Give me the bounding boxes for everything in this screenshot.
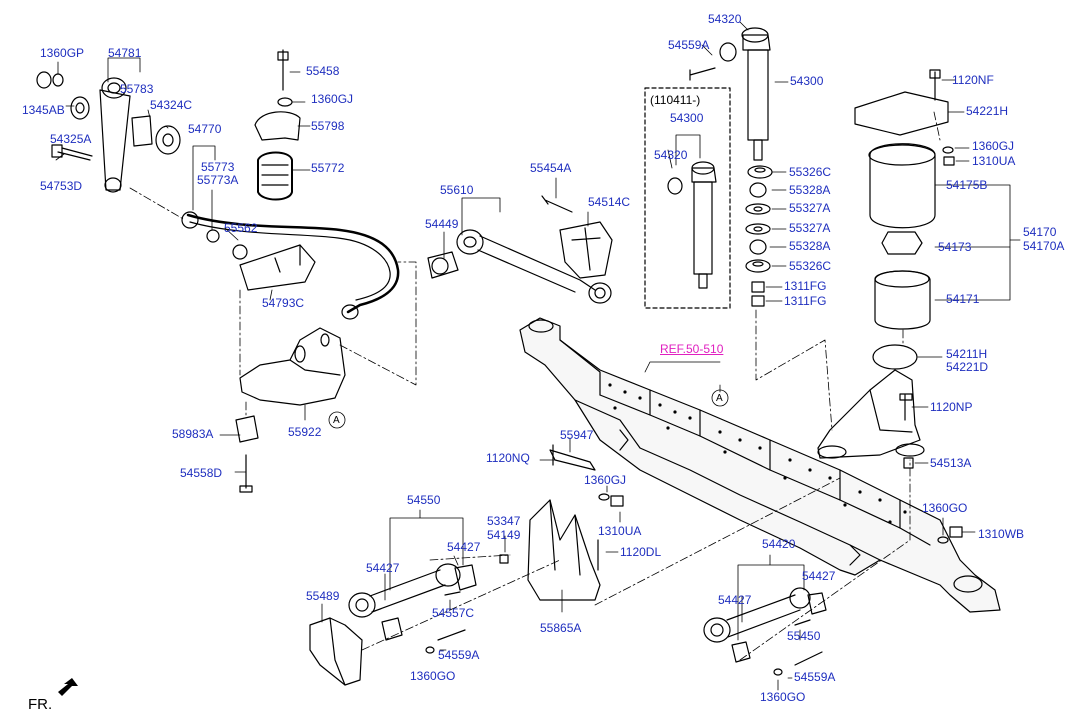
part-label-54793c[interactable]: 54793C xyxy=(262,296,305,310)
part-label-54514c[interactable]: 54514C xyxy=(588,195,631,209)
part-label-1360gp[interactable]: 1360GP xyxy=(40,46,85,60)
part-label-1345ab[interactable]: 1345AB xyxy=(22,103,65,117)
part-label-1120nf[interactable]: 1120NF xyxy=(952,73,994,87)
part-label-55783[interactable]: 55783 xyxy=(120,82,154,96)
part-label-1120nq[interactable]: 1120NQ xyxy=(486,451,530,465)
shock-absorber xyxy=(689,27,771,161)
part-label-1311fg-2[interactable]: 1311FG xyxy=(784,294,827,308)
part-label-1360gj-top[interactable]: 1360GJ xyxy=(311,92,354,106)
part-label-55326c-2[interactable]: 55326C xyxy=(789,259,832,273)
part-label-55458[interactable]: 55458 xyxy=(306,64,340,78)
axle-beam xyxy=(519,317,1001,613)
part-label-55328a-2[interactable]: 55328A xyxy=(789,239,831,253)
part-label-54559a-left[interactable]: 54559A xyxy=(438,648,480,662)
part-label-1311fg-1[interactable]: 1311FG xyxy=(784,279,827,293)
part-label-1360go-right[interactable]: 1360GO xyxy=(922,501,968,515)
part-label-54449[interactable]: 54449 xyxy=(425,217,459,231)
part-label-55922[interactable]: 55922 xyxy=(288,425,322,439)
part-label-54221h-top[interactable]: 54221H xyxy=(966,104,1009,118)
callout-letter-right: A xyxy=(716,393,723,404)
part-label-1120np[interactable]: 1120NP xyxy=(930,400,973,414)
upper-control-arm xyxy=(427,195,613,304)
part-label-54320-box[interactable]: 54320 xyxy=(654,148,688,162)
part-label-54427-a[interactable]: 54427 xyxy=(366,561,400,575)
part-label-55327a-2[interactable]: 55327A xyxy=(789,221,831,235)
part-label-54300-box[interactable]: 54300 xyxy=(670,111,704,125)
part-label-54300-top[interactable]: 54300 xyxy=(790,74,824,88)
part-label-54320-top[interactable]: 54320 xyxy=(708,12,742,26)
part-label-54427-b[interactable]: 54427 xyxy=(447,540,481,554)
part-label-54770[interactable]: 54770 xyxy=(188,122,222,136)
part-label-1360go-left[interactable]: 1360GO xyxy=(410,669,456,683)
callout-circle-a-left xyxy=(328,411,346,429)
part-label-55773[interactable]: 55773 xyxy=(201,160,235,174)
part-label-1360gj-right[interactable]: 1360GJ xyxy=(972,139,1015,153)
part-label-55772[interactable]: 55772 xyxy=(311,161,345,175)
part-label-1310ua-mid[interactable]: 1310UA xyxy=(598,524,642,538)
front-label: FR. xyxy=(28,696,53,713)
part-label-55773a[interactable]: 55773A xyxy=(197,173,239,187)
part-label-55947[interactable]: 55947 xyxy=(560,428,594,442)
lower-control-arm-right xyxy=(703,526,963,676)
part-label-54175b[interactable]: 54175B xyxy=(946,178,988,192)
part-label-55327a-1[interactable]: 55327A xyxy=(789,201,831,215)
part-label-54211h[interactable]: 54211H xyxy=(946,347,988,361)
part-label-58983a[interactable]: 58983A xyxy=(172,427,214,441)
lower-control-arm-left xyxy=(309,444,624,686)
part-label-54559a-top[interactable]: 54559A xyxy=(668,38,710,52)
part-label-55326c-1[interactable]: 55326C xyxy=(789,165,832,179)
part-label-1310wb[interactable]: 1310WB xyxy=(978,527,1025,541)
part-label-54559a-right[interactable]: 54559A xyxy=(794,670,836,684)
part-label-54221d[interactable]: 54221D xyxy=(946,360,989,374)
part-label-1120dl[interactable]: 1120DL xyxy=(620,545,662,559)
date-note: (110411-) xyxy=(650,93,701,107)
part-label-55562[interactable]: 55562 xyxy=(224,221,258,235)
part-label-55798[interactable]: 55798 xyxy=(311,119,345,133)
part-label-54513a[interactable]: 54513A xyxy=(930,456,972,470)
part-label-54550[interactable]: 54550 xyxy=(407,493,441,507)
stabilizer-link-assembly xyxy=(36,71,181,193)
part-label-54173[interactable]: 54173 xyxy=(938,240,972,254)
callout-letter-left: A xyxy=(333,415,340,426)
part-label-54557c[interactable]: 54557C xyxy=(432,606,475,620)
part-label-54170[interactable]: 54170 xyxy=(1023,225,1057,239)
date-variant-box xyxy=(644,87,731,309)
part-label-1310ua-right[interactable]: 1310UA xyxy=(972,154,1016,168)
part-label-1360gj-mid[interactable]: 1360GJ xyxy=(584,473,627,487)
callout-circle-a-right xyxy=(711,389,729,407)
part-label-55610[interactable]: 55610 xyxy=(440,183,474,197)
stabilizer-bar xyxy=(181,211,400,320)
part-label-54781[interactable]: 54781 xyxy=(108,46,142,60)
part-label-54171[interactable]: 54171 xyxy=(946,292,980,306)
part-label-55489[interactable]: 55489 xyxy=(306,589,340,603)
part-label-54753d[interactable]: 54753D xyxy=(40,179,83,193)
part-label-54420[interactable]: 54420 xyxy=(762,537,796,551)
ref-link[interactable]: REF.50-510 xyxy=(660,342,724,356)
reference-lines xyxy=(129,111,941,661)
part-label-1360go-bottom[interactable]: 1360GO xyxy=(760,690,806,704)
part-label-54170a[interactable]: 54170A xyxy=(1023,239,1065,253)
part-label-55454a[interactable]: 55454A xyxy=(530,161,572,175)
washer-stack xyxy=(745,165,773,307)
part-label-53347[interactable]: 53347 xyxy=(487,514,521,528)
part-label-54427-c[interactable]: 54427 xyxy=(718,593,752,607)
part-label-55450[interactable]: 55450 xyxy=(787,629,821,643)
front-arrow-icon xyxy=(58,678,78,696)
air-spring xyxy=(817,69,955,469)
part-label-54149[interactable]: 54149 xyxy=(487,528,521,542)
part-label-54324c[interactable]: 54324C xyxy=(150,98,193,112)
bushing-bracket-assembly xyxy=(235,49,346,493)
part-label-55328a-1[interactable]: 55328A xyxy=(789,183,831,197)
part-label-54427-d[interactable]: 54427 xyxy=(802,569,836,583)
part-label-54558d[interactable]: 54558D xyxy=(180,466,223,480)
leader-lines xyxy=(55,21,1021,691)
part-label-55865a[interactable]: 55865A xyxy=(540,621,582,635)
part-label-54325a[interactable]: 54325A xyxy=(50,132,92,146)
